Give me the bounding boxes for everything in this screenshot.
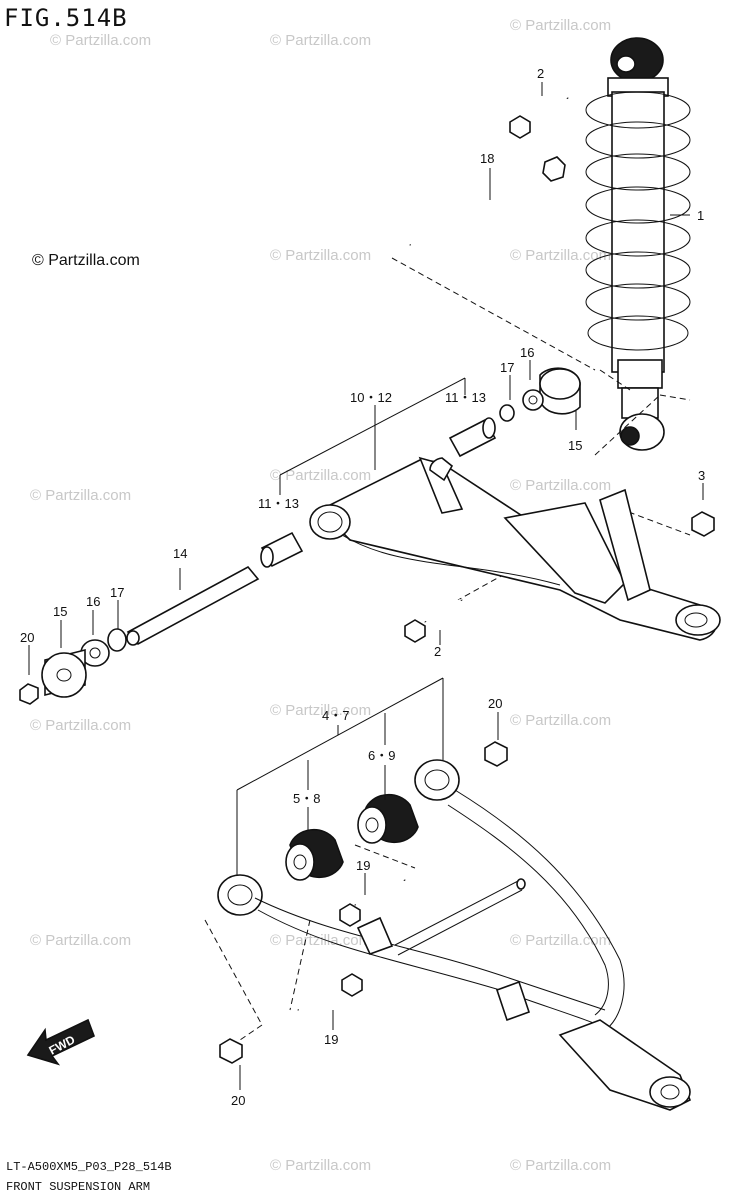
- upper-arm: [309, 456, 721, 641]
- watermark: © Partzilla.com: [510, 17, 611, 34]
- coil-spring: [585, 91, 691, 351]
- figure-code: LT-A500XM5_P03_P28_514B: [6, 1160, 172, 1174]
- callout-4-7: 4・7: [322, 708, 349, 723]
- shock-absorber: [585, 37, 691, 451]
- callout-6-9: 6・9: [368, 748, 395, 763]
- figure-caption: FRONT SUSPENSION ARM: [6, 1180, 151, 1194]
- copyright-notice: © Partzilla.com: [32, 252, 140, 269]
- bolts-lower-arm: [219, 741, 508, 1064]
- callout-5-8: 5・8: [293, 791, 320, 806]
- fwd-arrow-icon: FWD: [26, 1018, 96, 1066]
- watermark: © Partzilla.com: [510, 932, 611, 949]
- watermark: © Partzilla.com: [270, 1157, 371, 1174]
- watermark: © Partzilla.com: [270, 932, 371, 949]
- nut: [691, 511, 715, 537]
- callout-19: 19: [356, 858, 370, 873]
- watermark-layer: © Partzilla.com © Partzilla.com © Partzi…: [30, 17, 611, 1174]
- callout-18: 18: [480, 151, 494, 166]
- callout-11-13: 11・13: [258, 496, 299, 511]
- watermark: © Partzilla.com: [270, 467, 371, 484]
- figure-title: FIG.514B: [4, 4, 128, 32]
- callout-17: 17: [500, 360, 514, 375]
- watermark: © Partzilla.com: [510, 712, 611, 729]
- callout-labels: 2 18 1 16 17 10・12 11・13 15 3 11・13 14 1…: [20, 66, 705, 1108]
- watermark: © Partzilla.com: [270, 702, 371, 719]
- bushing-set-upper: [448, 367, 581, 458]
- watermark: © Partzilla.com: [30, 717, 131, 734]
- watermark: © Partzilla.com: [30, 932, 131, 949]
- callout-20: 20: [231, 1093, 245, 1108]
- callout-20: 20: [488, 696, 502, 711]
- watermark: © Partzilla.com: [510, 247, 611, 264]
- watermark: © Partzilla.com: [270, 247, 371, 264]
- callout-10-12: 10・12: [350, 390, 392, 405]
- callout-11-13: 11・13: [445, 390, 486, 405]
- callout-2: 2: [434, 644, 441, 659]
- watermark: © Partzilla.com: [30, 487, 131, 504]
- leader-lines-lower: [204, 677, 499, 1090]
- callout-19: 19: [324, 1032, 338, 1047]
- callout-3: 3: [698, 468, 705, 483]
- callout-20: 20: [20, 630, 34, 645]
- bushings-lower: [285, 793, 419, 881]
- callout-14: 14: [173, 546, 187, 561]
- callout-1: 1: [697, 208, 704, 223]
- callout-17: 17: [110, 585, 124, 600]
- watermark: © Partzilla.com: [510, 477, 611, 494]
- callout-15: 15: [53, 604, 67, 619]
- callout-15: 15: [568, 438, 582, 453]
- arm-spacers-upper: [19, 531, 304, 705]
- bolt-lower: [404, 599, 463, 643]
- watermark: © Partzilla.com: [50, 32, 151, 49]
- long-bolt: [409, 156, 566, 248]
- bolt-upper: [509, 96, 569, 139]
- watermark: © Partzilla.com: [510, 1157, 611, 1174]
- lower-arm: [217, 759, 692, 1111]
- callout-16: 16: [520, 345, 534, 360]
- callout-2: 2: [537, 66, 544, 81]
- watermark: © Partzilla.com: [270, 32, 371, 49]
- callout-16: 16: [86, 594, 100, 609]
